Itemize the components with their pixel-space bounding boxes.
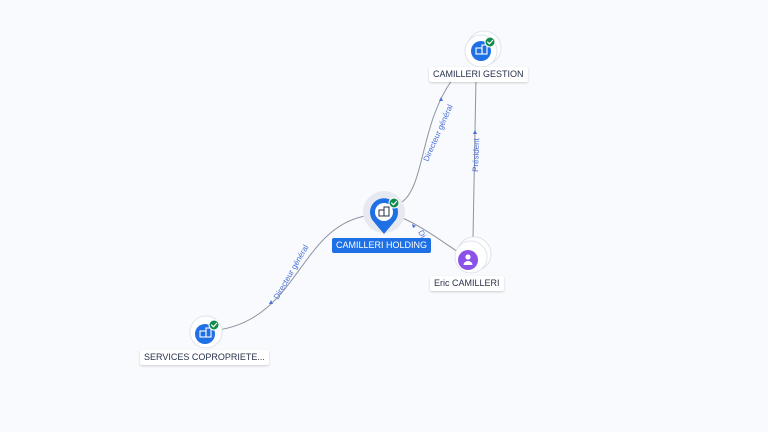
node-services-copropriete[interactable] bbox=[189, 315, 223, 349]
edge-label-holding-eric: Di bbox=[416, 229, 428, 240]
node-label-camilleri-holding[interactable]: CAMILLERI HOLDING bbox=[332, 238, 432, 253]
node-label-services-copropriete[interactable]: SERVICES COPROPRIETE... bbox=[140, 350, 269, 365]
node-camilleri-gestion[interactable] bbox=[464, 30, 502, 68]
verified-check-icon bbox=[484, 36, 496, 48]
edge-arrow bbox=[473, 130, 477, 134]
node-camilleri-holding[interactable] bbox=[363, 191, 405, 234]
edge-label-holding-gestion: Directeur général bbox=[422, 103, 455, 163]
building-icon bbox=[199, 327, 212, 338]
edge-label-eric-gestion: Président bbox=[471, 137, 481, 172]
edge-arrow bbox=[269, 300, 273, 304]
edge-holding-gestion bbox=[401, 79, 453, 203]
building-icon bbox=[378, 206, 390, 217]
edge-holding-services bbox=[217, 214, 373, 331]
edge-arrow bbox=[412, 224, 416, 228]
verified-check-icon bbox=[388, 197, 400, 209]
verified-check-icon bbox=[208, 319, 220, 331]
node-eric-camilleri[interactable] bbox=[454, 236, 492, 274]
building-icon bbox=[475, 44, 488, 55]
edge-holding-eric bbox=[397, 215, 459, 253]
edge-eric-gestion bbox=[472, 77, 477, 239]
edge-arrow bbox=[439, 97, 443, 101]
person-icon bbox=[463, 254, 473, 265]
edge-label-holding-services: Directeur général bbox=[272, 243, 311, 301]
node-label-camilleri-gestion[interactable]: CAMILLERI GESTION bbox=[429, 67, 528, 82]
node-label-eric-camilleri[interactable]: Eric CAMILLERI bbox=[430, 276, 504, 291]
